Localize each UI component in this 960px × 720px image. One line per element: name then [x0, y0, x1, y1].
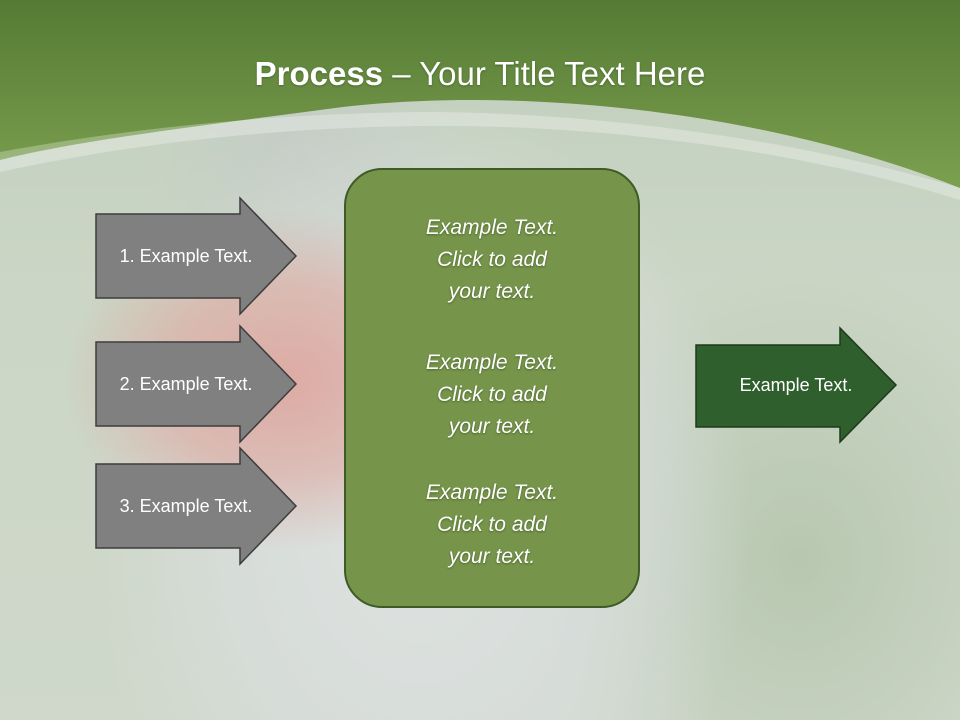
center-text-line: Example Text. — [425, 351, 559, 374]
left-arrow-2-shape[interactable] — [95, 324, 298, 444]
center-box[interactable] — [344, 168, 640, 608]
title-bold: Process — [254, 55, 384, 92]
left-arrow-3-shape[interactable] — [95, 446, 298, 566]
center-text-block-2: Example Text. Click to add your text. — [344, 347, 640, 443]
center-text-line: Example Text. — [425, 216, 559, 239]
right-arrow-shape[interactable] — [695, 326, 898, 444]
left-arrow-3-label: 3. Example Text. — [119, 496, 253, 516]
left-arrow-1-shape[interactable] — [95, 196, 298, 316]
center-text-line: Click to add — [437, 248, 547, 271]
left-arrow-1-label: 1. Example Text. — [119, 246, 253, 266]
left-arrow-2-label: 2. Example Text. — [119, 374, 253, 394]
center-text-line: your text. — [448, 415, 536, 438]
center-text-line: your text. — [448, 545, 536, 568]
center-text-line: Click to add — [437, 513, 547, 536]
header-band — [0, 0, 960, 200]
center-text-line: Click to add — [437, 383, 547, 406]
center-text-line: Example Text. — [425, 481, 559, 504]
title-rest: – Your Title Text Here — [383, 55, 706, 92]
slide-title[interactable]: Process – Your Title Text Here — [0, 52, 960, 96]
center-text-block-1: Example Text. Click to add your text. — [344, 212, 640, 308]
center-text-line: your text. — [448, 280, 536, 303]
right-arrow-label: Example Text. — [739, 375, 853, 395]
center-text-block-3: Example Text. Click to add your text. — [344, 477, 640, 573]
